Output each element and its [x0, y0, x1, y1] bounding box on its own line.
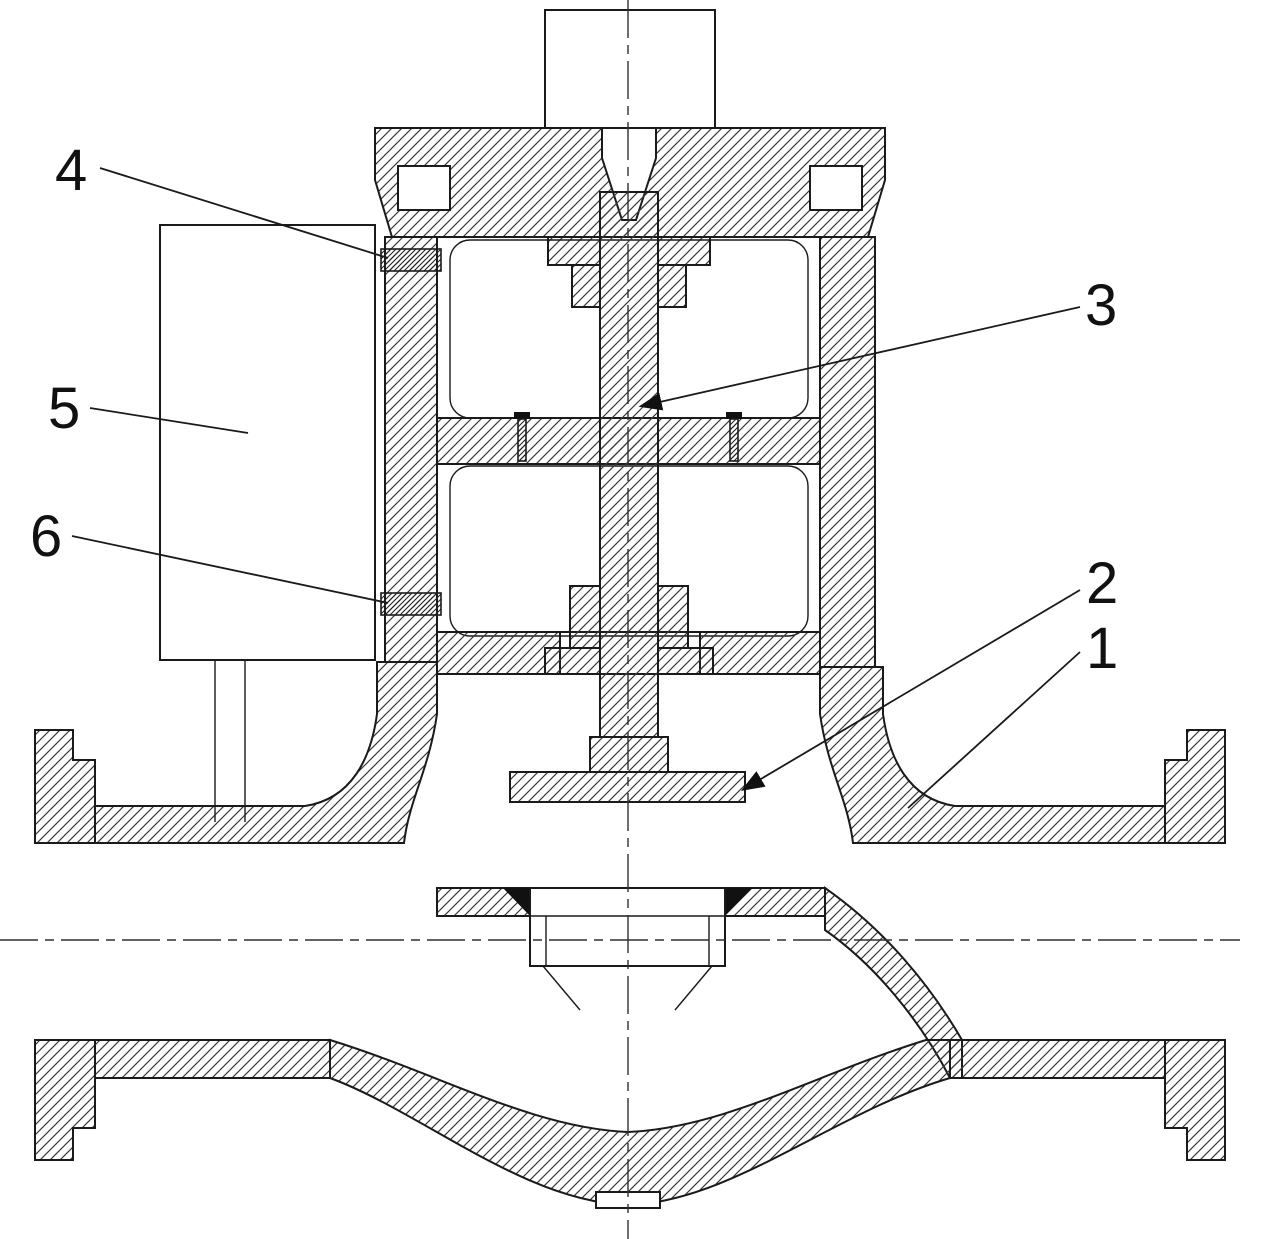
flange-top-left	[34, 729, 96, 844]
flange-top-right	[1164, 729, 1226, 844]
actuator-linkage-rods	[214, 660, 246, 822]
fastener-head-left	[514, 412, 530, 419]
leader-6	[71, 535, 389, 604]
upper-stem-gland	[547, 236, 711, 308]
flange-bottom-left	[34, 1039, 96, 1161]
bonnet-wall-right	[819, 236, 876, 668]
leader-5	[89, 407, 249, 434]
body-neck-right	[819, 666, 1166, 844]
gland-bush-left	[571, 264, 601, 308]
lower-foot-right	[657, 647, 714, 675]
pipe-wall-bottom-right	[949, 1039, 1166, 1079]
lower-foot-left	[544, 647, 601, 675]
bonnet-wall-left	[384, 236, 438, 663]
gland-cap-right	[657, 236, 711, 266]
callout-4: 4	[55, 138, 87, 203]
callout-numbers: 1 2 3 4 5 6	[30, 138, 1118, 681]
pipe-wall-bottom-left	[94, 1039, 331, 1079]
lower-bush-left	[569, 585, 601, 649]
stem-guide-block	[544, 9, 716, 129]
body-bowl	[329, 1038, 951, 1207]
seat-seal-right	[725, 888, 752, 916]
fastener-stud-right	[729, 418, 739, 462]
callout-leaders	[71, 167, 1081, 809]
leader-1	[907, 651, 1081, 809]
fastener-head-right	[726, 412, 742, 419]
callout-5: 5	[48, 376, 80, 441]
lower-bush-right	[657, 585, 689, 649]
flange-bottom-right	[1164, 1039, 1226, 1161]
valve-stem	[599, 191, 659, 738]
gland-cap-left	[547, 236, 601, 266]
callout-6: 6	[30, 504, 62, 569]
callout-3: 3	[1085, 273, 1117, 338]
partition-fasteners	[514, 412, 742, 462]
fastener-stud-left	[517, 418, 527, 462]
seal-ring-upper	[380, 248, 442, 272]
stem-flange	[589, 736, 669, 773]
callout-2: 2	[1086, 551, 1118, 616]
callout-1: 1	[1086, 616, 1118, 681]
leader-4	[99, 167, 389, 259]
gland-bush-right	[657, 264, 687, 308]
leader-2	[740, 589, 1081, 791]
seal-ring-lower	[380, 592, 442, 616]
actuator-box	[159, 224, 376, 661]
body-neck-left	[94, 661, 438, 844]
leader-3	[638, 306, 1081, 411]
seat-seal-left	[503, 888, 530, 916]
